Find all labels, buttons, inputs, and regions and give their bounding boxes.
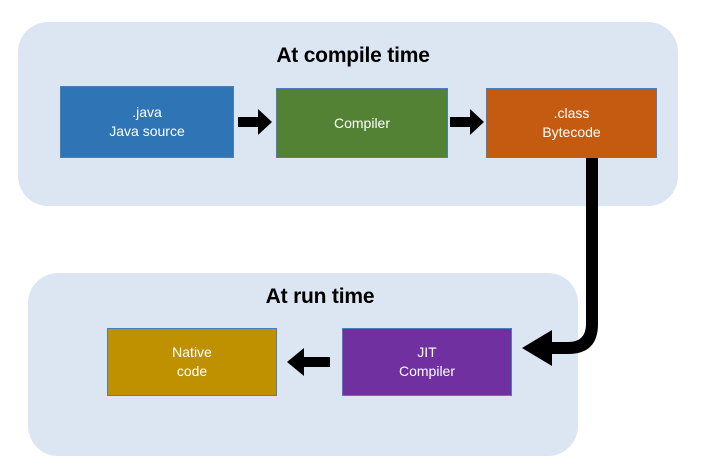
node-compiler-line1: Compiler — [333, 114, 390, 131]
node-class-bytecode-line1: .class — [553, 105, 590, 121]
node-native-code-line2: code — [176, 363, 208, 379]
node-class-bytecode-line2: Bytecode — [542, 124, 601, 140]
compile-time-title: At compile time — [276, 44, 430, 67]
node-compiler[interactable]: Compiler — [276, 88, 448, 158]
node-java-source-line1: .java — [132, 104, 162, 120]
node-native-code[interactable]: Native code — [107, 328, 277, 396]
node-class-bytecode[interactable]: .class Bytecode — [486, 88, 657, 158]
left-arrow-icon — [287, 348, 330, 376]
node-jit-compiler-line2: Compiler — [398, 363, 455, 379]
right-arrow-icon — [238, 109, 272, 135]
node-java-source[interactable]: .java Java source — [60, 86, 234, 158]
right-arrow-icon — [450, 109, 484, 135]
node-jit-compiler-line1: JIT — [417, 344, 437, 360]
elbow-arrow-down-left-icon — [522, 158, 598, 366]
node-jit-compiler[interactable]: JIT Compiler — [342, 328, 512, 396]
node-native-code-line1: Native — [172, 344, 212, 360]
run-time-title: At run time — [265, 285, 375, 308]
node-java-source-line2: Java source — [109, 123, 185, 139]
